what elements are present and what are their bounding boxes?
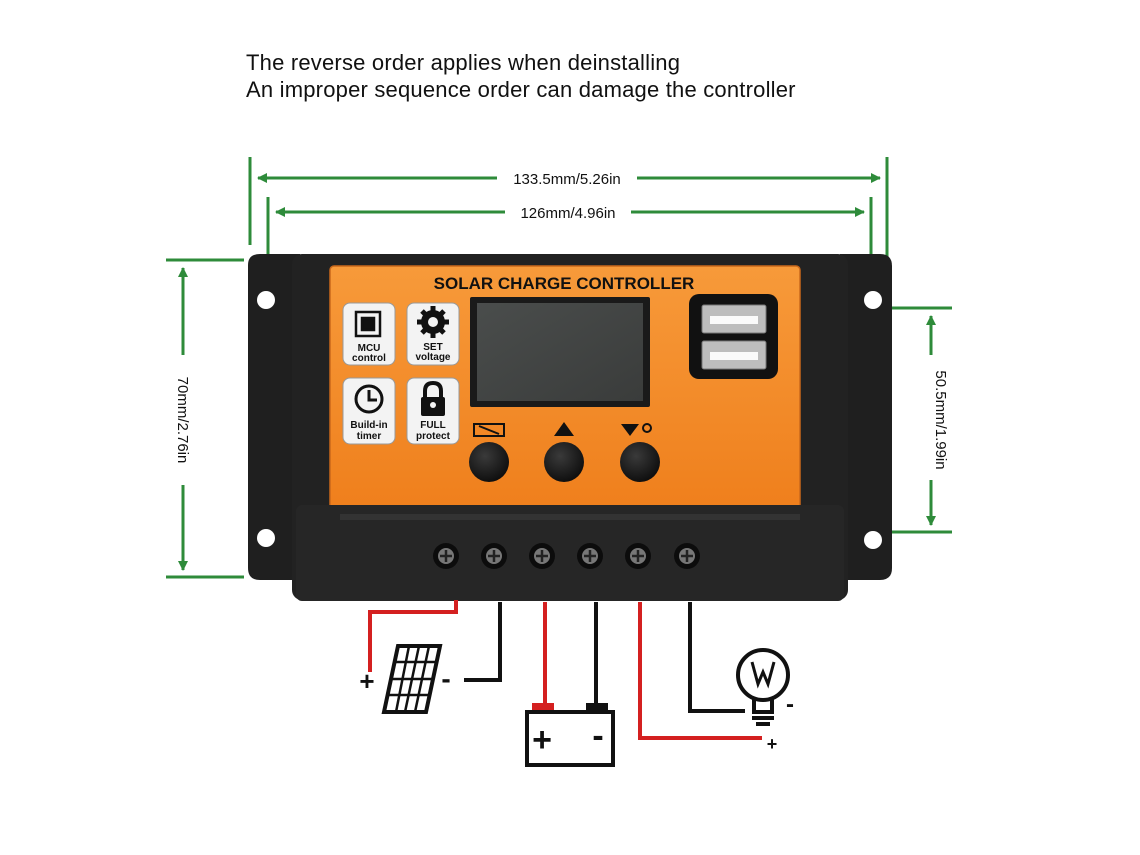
usb-port-2-tongue (710, 352, 758, 360)
dim-outer-width-label: 133.5mm/5.26in (513, 171, 621, 188)
terminal-solar-negative (481, 543, 507, 569)
feature-mcu-line1: MCU (358, 343, 381, 354)
terminal-load-positive (625, 543, 651, 569)
dimension-lines (166, 157, 952, 579)
bulb-mini-icon (642, 423, 652, 433)
gear-icon (417, 306, 449, 338)
feature-protect-line1: FULL (420, 420, 446, 431)
light-bulb-icon (736, 648, 790, 726)
menu-icon (473, 423, 505, 437)
mount-hole-top-right (864, 291, 882, 309)
dim-inner-width-label: 126mm/4.96in (520, 205, 615, 222)
down-load-icon (621, 424, 639, 436)
wire-load-negative (688, 602, 745, 713)
mount-hole-bottom-left (257, 529, 275, 547)
feature-timer-line1: Build-in (350, 420, 387, 431)
up-icon (554, 422, 574, 436)
terminal-solar-positive (433, 543, 459, 569)
battery-negative-sign: - (592, 717, 603, 755)
terminal-battery-negative (577, 543, 603, 569)
battery-icon (525, 703, 615, 767)
feature-set-line2: voltage (415, 352, 450, 363)
note-improper-sequence: An improper sequence order can damage th… (246, 77, 796, 102)
wire-solar-negative (464, 602, 502, 682)
down-button[interactable] (620, 442, 660, 482)
usb-port-1-tongue (710, 316, 758, 324)
wire-solar-positive (368, 600, 458, 672)
usb-ports (689, 294, 778, 379)
terminal-load-negative (674, 543, 700, 569)
feature-badges: MCU control SET voltage Build-in timer (342, 302, 460, 445)
mount-hole-top-left (257, 291, 275, 309)
up-button[interactable] (544, 442, 584, 482)
battery-positive-sign: + (532, 721, 552, 759)
left-flange (248, 254, 300, 580)
note-reverse-order: The reverse order applies when deinstall… (246, 50, 681, 75)
right-flange (840, 254, 892, 580)
clock-icon (354, 384, 384, 414)
feature-timer-line2: timer (357, 431, 382, 442)
menu-button[interactable] (469, 442, 509, 482)
feature-set-line1: SET (423, 342, 442, 353)
terminal-ridge (340, 514, 800, 520)
dim-height-label: 70mm/2.76in (174, 377, 191, 464)
mount-hole-bottom-right (864, 531, 882, 549)
control-buttons (469, 422, 660, 482)
solar-panel-icon (381, 644, 443, 714)
panel-title: SOLAR CHARGE CONTROLLER (434, 274, 695, 293)
solar-positive-sign: + (359, 666, 374, 696)
solar-negative-sign: - (441, 663, 450, 694)
lock-icon (421, 380, 445, 416)
feature-protect-line2: protect (416, 431, 451, 442)
terminal-block (296, 505, 844, 601)
load-positive-sign: + (767, 734, 778, 754)
terminal-battery-positive (529, 543, 555, 569)
menu-icon-slash (478, 425, 500, 435)
feature-mcu-line2: control (352, 353, 386, 364)
dim-panel-height-label: 50.5mm/1.99in (932, 370, 949, 469)
terminal-screws (433, 543, 700, 569)
chip-icon (354, 310, 382, 338)
load-negative-sign: - (786, 691, 794, 718)
wire-load-positive (638, 602, 762, 740)
wiring (368, 600, 762, 740)
lcd-screen (477, 303, 643, 401)
